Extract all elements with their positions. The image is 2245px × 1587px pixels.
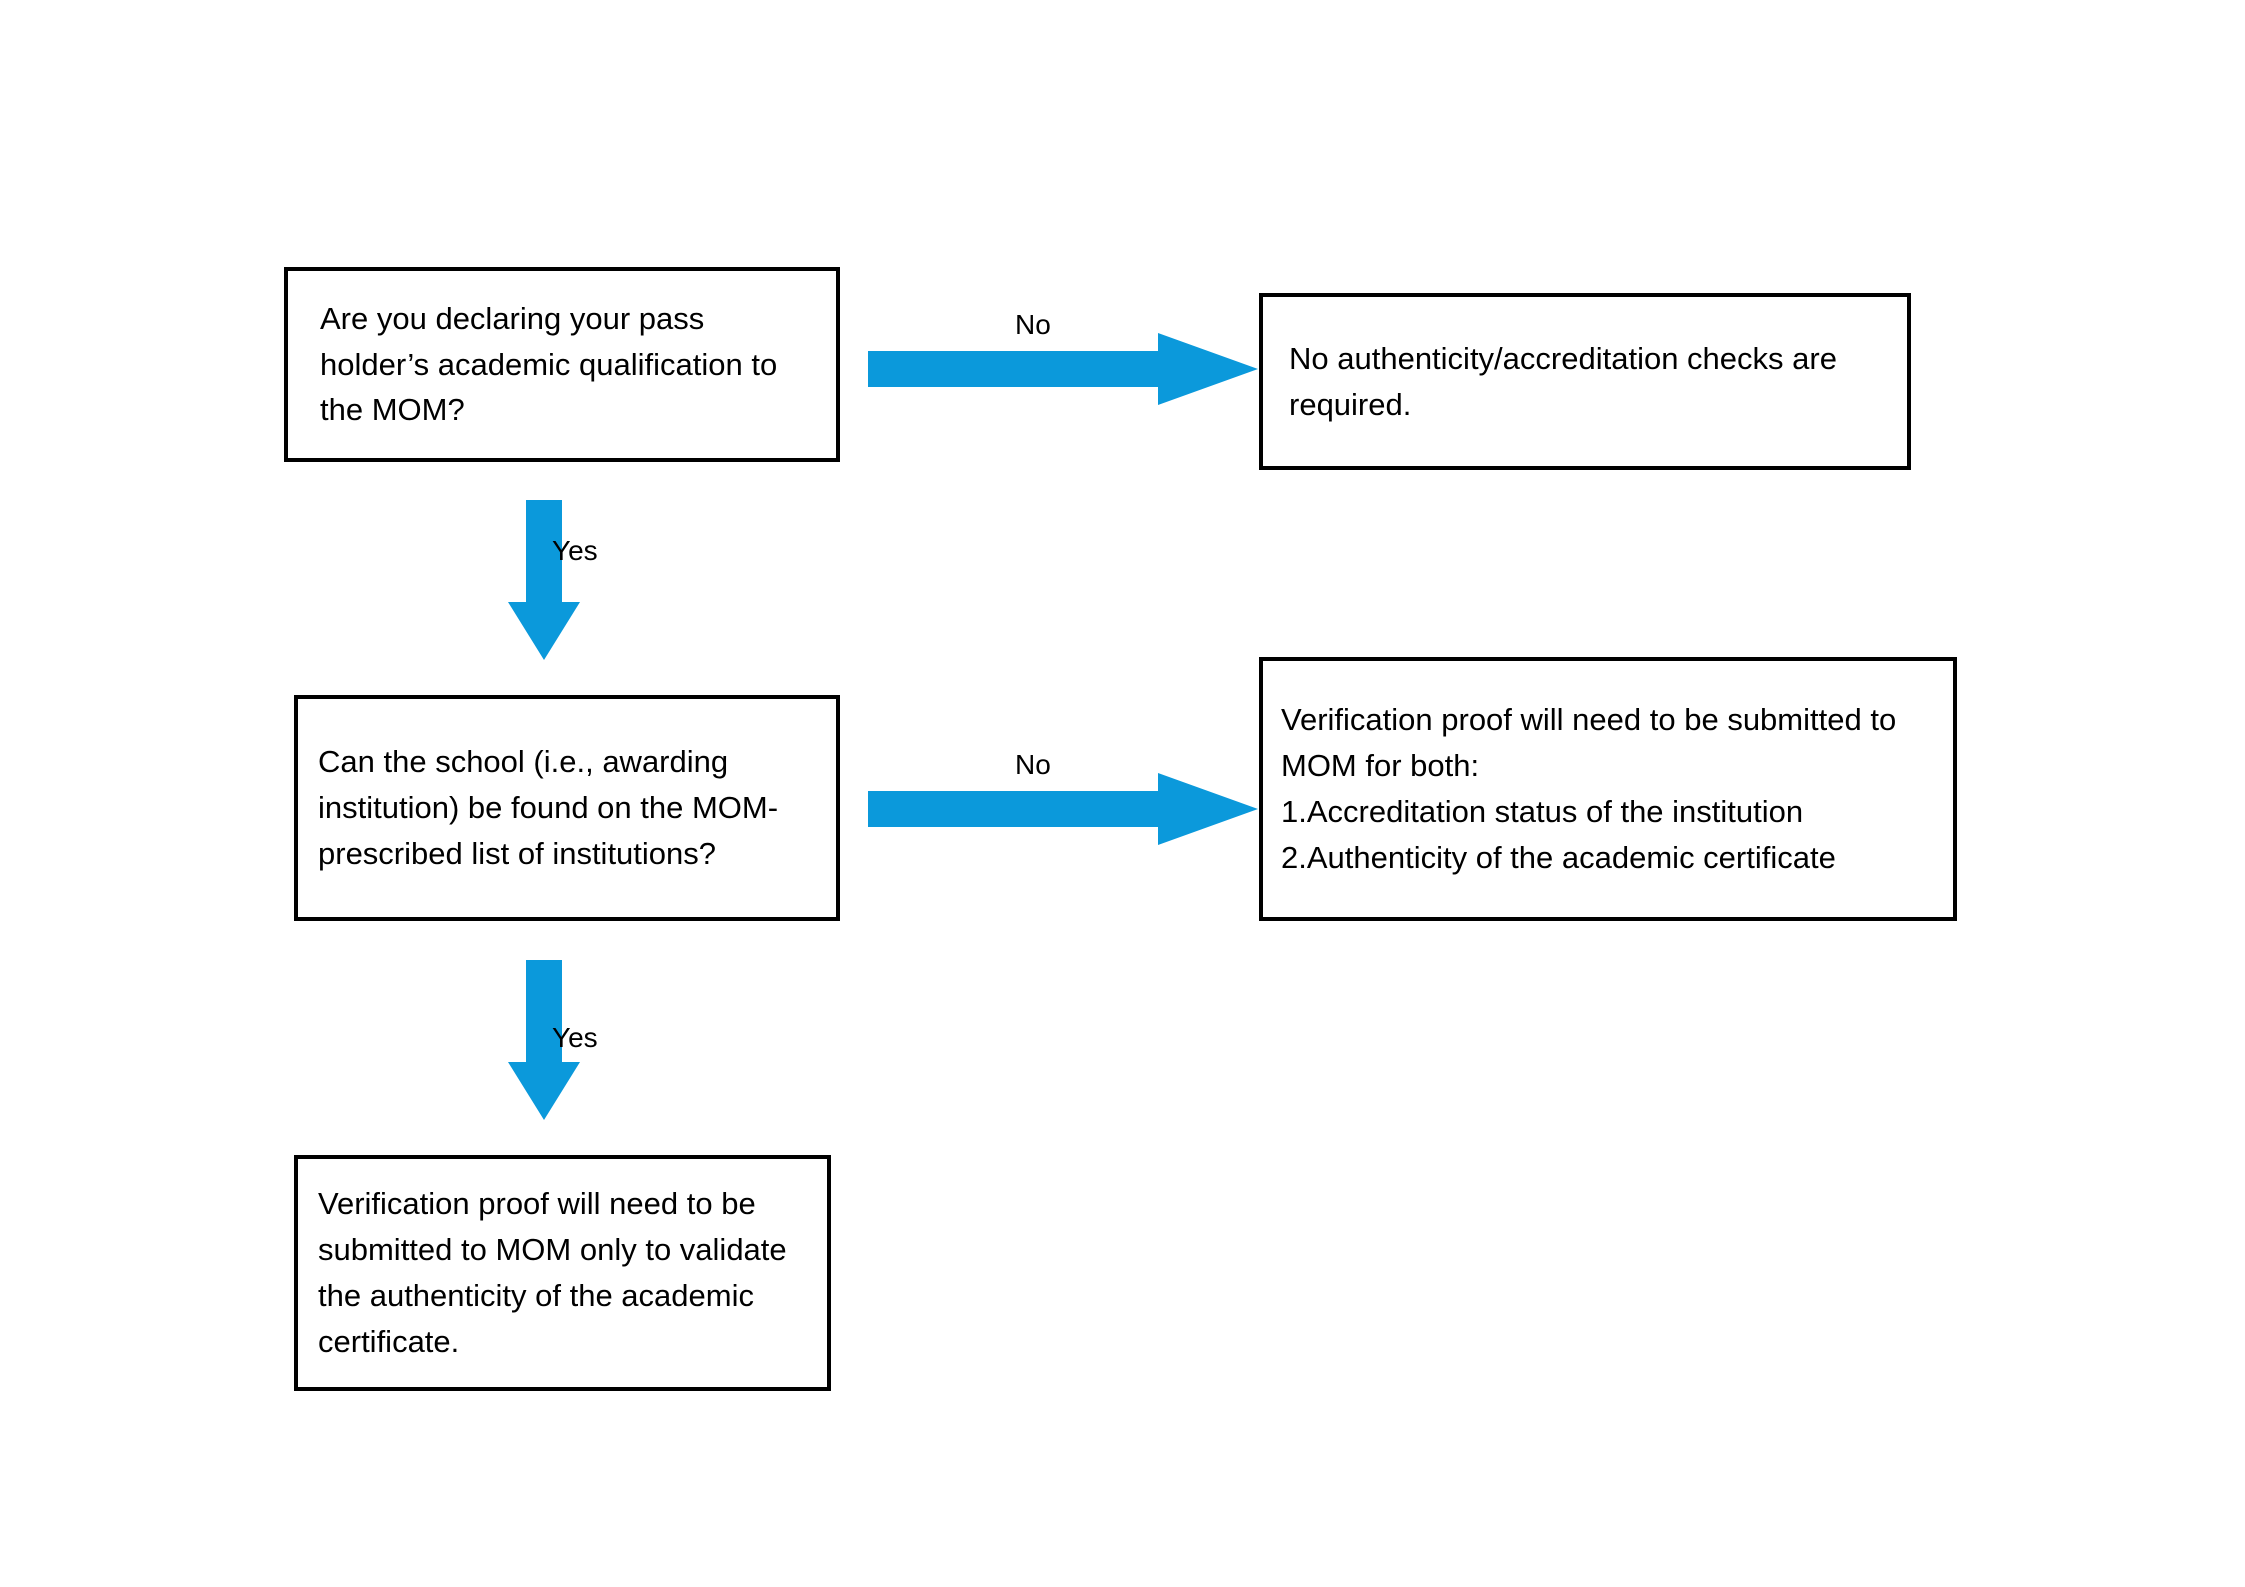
arrow-down-icon-q1-to-q2	[508, 500, 580, 660]
arrow-right-icon-q1-to-no-checks	[868, 333, 1258, 405]
node-only-text: Verification proof will need to be submi…	[318, 1186, 787, 1359]
node-verification-authenticity-only[interactable]: Verification proof will need to be submi…	[294, 1155, 831, 1391]
edge-label-yes-1: Yes	[552, 535, 598, 566]
node-declaring-qualification-question[interactable]: Are you declaring your pass holder’s aca…	[284, 267, 840, 462]
edge-label-no-1: No	[1015, 309, 1051, 340]
arrow-right-icon-q2-to-both	[868, 773, 1258, 845]
arrow-down-icon-q2-to-only	[508, 960, 580, 1120]
node-verification-both-required[interactable]: Verification proof will need to be submi…	[1259, 657, 1957, 921]
edge-label-no-2: No	[1015, 749, 1051, 780]
node-both-text: Verification proof will need to be submi…	[1281, 702, 1897, 875]
node-no-checks-text: No authenticity/accreditation checks are…	[1289, 340, 1837, 422]
node-q1-text: Are you declaring your pass holder’s aca…	[320, 300, 778, 428]
edge-label-yes-2: Yes	[552, 1022, 598, 1053]
node-q2-text: Can the school (i.e., awarding instituti…	[318, 744, 779, 871]
node-no-checks-required[interactable]: No authenticity/accreditation checks are…	[1259, 293, 1911, 470]
node-school-on-prescribed-list-question[interactable]: Can the school (i.e., awarding instituti…	[294, 695, 840, 921]
